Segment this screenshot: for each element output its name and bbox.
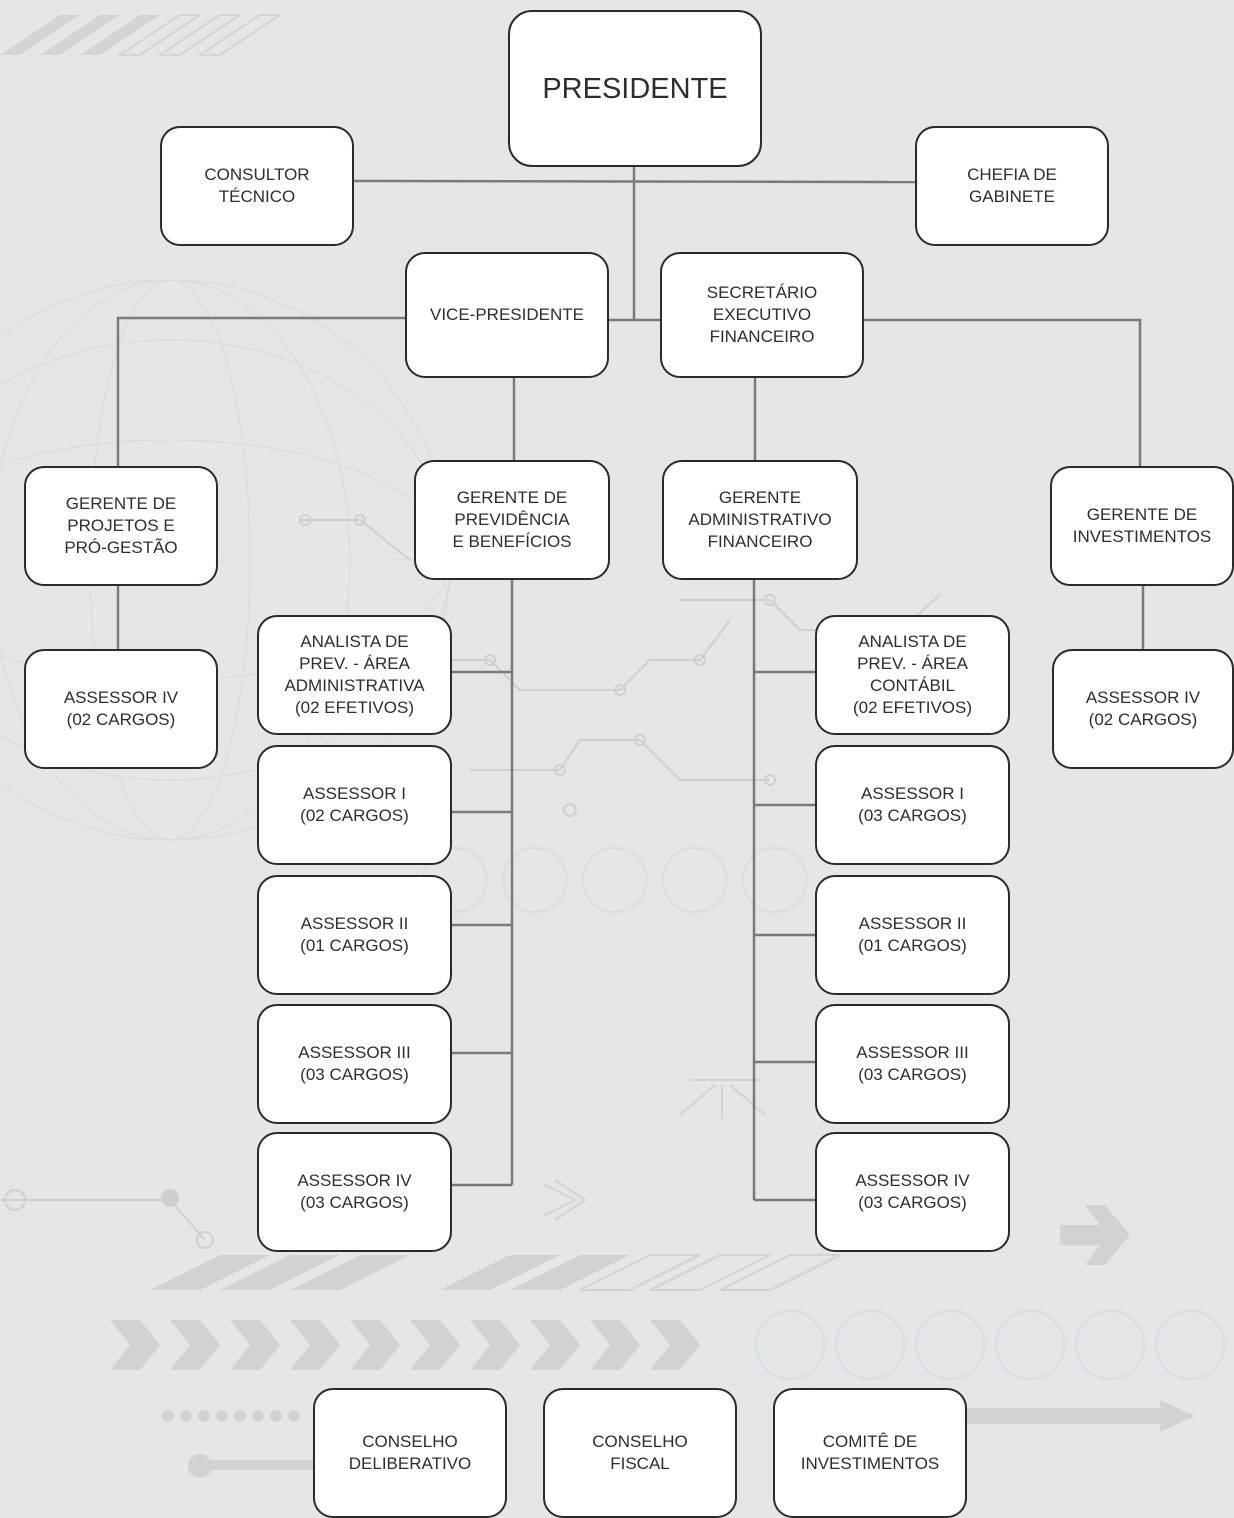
node-comite-investimentos: COMITÊ DE INVESTIMENTOS <box>773 1388 967 1518</box>
node-gerente-investimentos: GERENTE DE INVESTIMENTOS <box>1050 466 1234 586</box>
connector-vp-projetos <box>116 316 407 467</box>
node-analista-contabil: ANALISTA DE PREV. - ÁREA CONTÁBIL (02 EF… <box>815 615 1010 735</box>
node-gerente-projetos: GERENTE DE PROJETOS E PRÓ-GESTÃO <box>24 466 218 586</box>
node-assessor-ii-administrativo: ASSESSOR II (01 CARGOS) <box>815 875 1010 995</box>
node-conselho-fiscal: CONSELHO FISCAL <box>543 1388 737 1518</box>
node-assessor-iii-previdencia: ASSESSOR III (03 CARGOS) <box>257 1004 452 1124</box>
node-consultor-tecnico: CONSULTOR TÉCNICO <box>160 126 354 246</box>
node-presidente: PRESIDENTE <box>508 10 762 167</box>
node-assessor-iv-administrativo: ASSESSOR IV (03 CARGOS) <box>815 1132 1010 1252</box>
node-secretario-executivo: SECRETÁRIO EXECUTIVO FINANCEIRO <box>660 252 864 378</box>
node-assessor-ii-previdencia: ASSESSOR II (01 CARGOS) <box>257 875 452 995</box>
node-analista-administrativa: ANALISTA DE PREV. - ÁREA ADMINISTRATIVA … <box>257 615 452 735</box>
node-gerente-previdencia: GERENTE DE PREVIDÊNCIA E BENEFÍCIOS <box>414 460 610 580</box>
node-chefia-de-gabinete: CHEFIA DE GABINETE <box>915 126 1109 246</box>
connector-advisors <box>353 179 917 184</box>
node-assessor-iv-previdencia: ASSESSOR IV (03 CARGOS) <box>257 1132 452 1252</box>
node-conselho-deliberativo: CONSELHO DELIBERATIVO <box>313 1388 507 1518</box>
node-assessor-iv-investimentos: ASSESSOR IV (02 CARGOS) <box>1052 649 1234 769</box>
node-gerente-administrativo: GERENTE ADMINISTRATIVO FINANCEIRO <box>662 460 858 580</box>
node-assessor-iv-projetos: ASSESSOR IV (02 CARGOS) <box>24 649 218 769</box>
node-assessor-i-previdencia: ASSESSOR I (02 CARGOS) <box>257 745 452 865</box>
node-assessor-i-administrativo: ASSESSOR I (03 CARGOS) <box>815 745 1010 865</box>
node-assessor-iii-administrativo: ASSESSOR III (03 CARGOS) <box>815 1004 1010 1124</box>
connector-secretary-investimentos <box>863 318 1142 467</box>
node-vice-presidente: VICE-PRESIDENTE <box>405 252 609 378</box>
